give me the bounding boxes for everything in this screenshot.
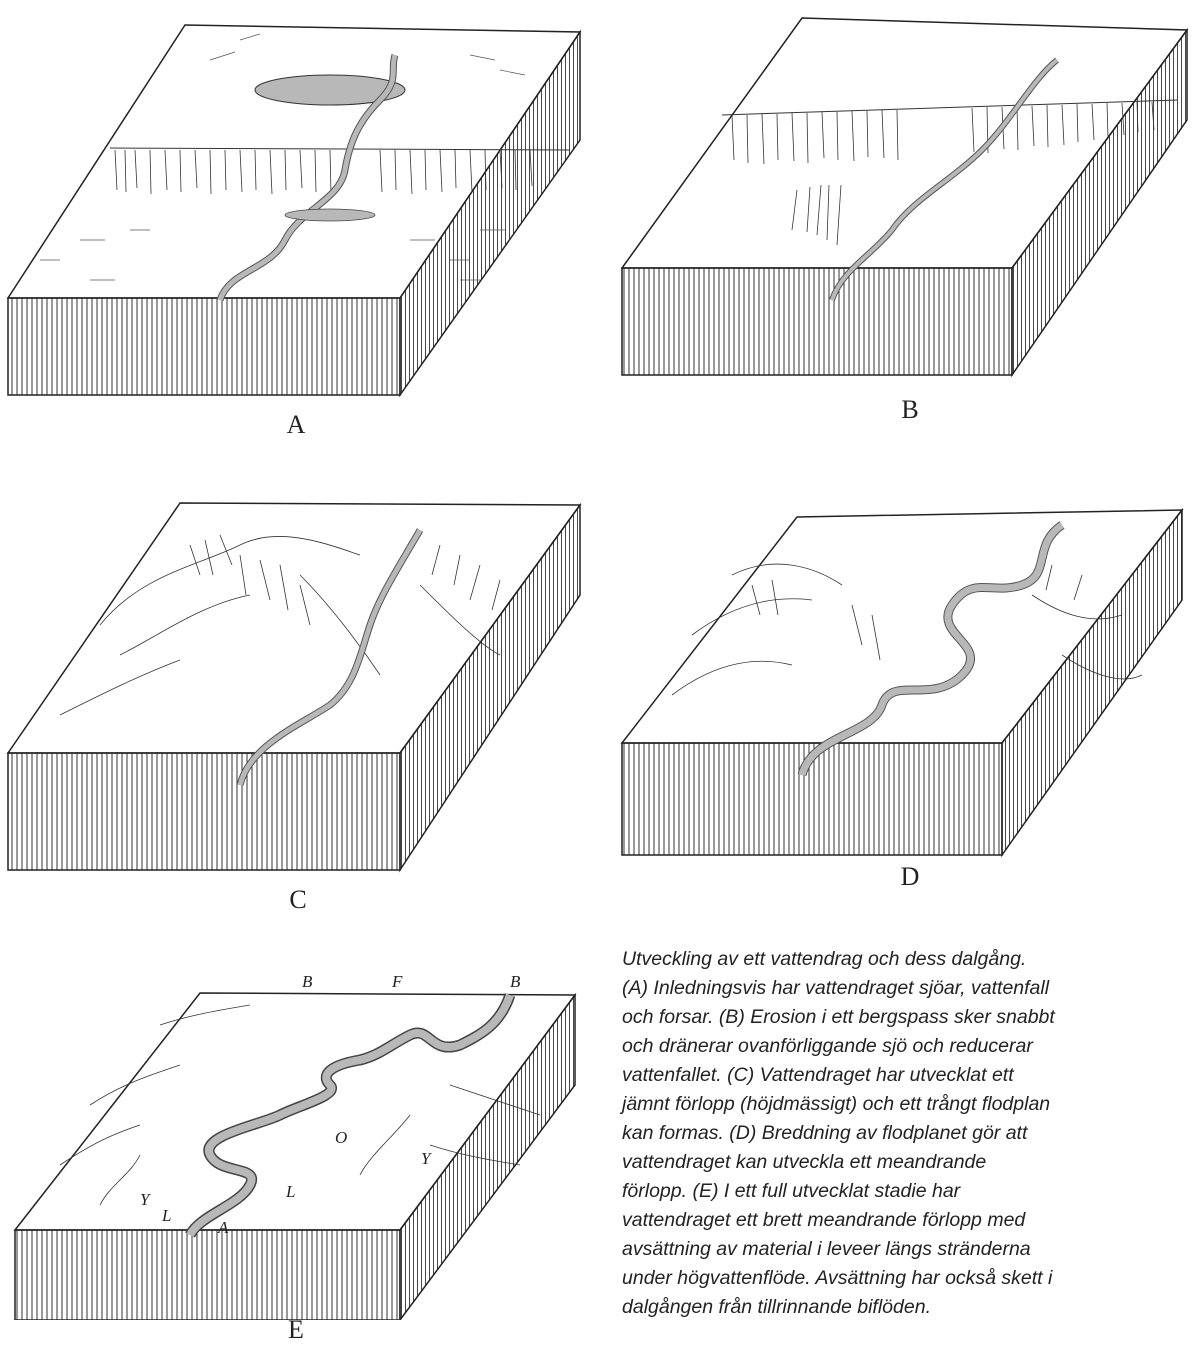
marker-o: O [335,1128,347,1147]
figure-caption: Utveckling av ett vattendrag och dess da… [622,945,1192,1322]
marker-y-left: Y [140,1190,151,1209]
marker-l-right: L [285,1182,295,1201]
caption-line: förlopp. (E) I ett full utvecklat stadie… [622,1177,1192,1206]
panel-label-c: C [268,885,328,915]
caption-line: vattendraget kan utveckla ett meandrande [622,1148,1192,1177]
panel-e: B F B O Y Y L L A E [0,965,580,1320]
caption-line: Utveckling av ett vattendrag och dess da… [622,945,1192,974]
panel-label-d: D [880,862,940,892]
block-diagram-c [0,485,600,905]
caption-line: jämnt förlopp (höjdmässigt) och ett trån… [622,1090,1192,1119]
marker-f: F [391,972,403,991]
caption-line: och dränerar ovanförliggande sjö och red… [622,1032,1192,1061]
panel-label-a: A [266,410,326,440]
block-diagram-e: B F B O Y Y L L A [0,965,580,1320]
panel-b: B [612,0,1192,420]
marker-b-right: B [510,972,521,991]
marker-y-right: Y [421,1149,432,1168]
panel-label-e: E [266,1315,326,1345]
block-diagram-d [612,485,1192,905]
panel-label-b: B [880,395,940,425]
panel-c: C [0,485,600,905]
marker-a: A [217,1218,229,1237]
caption-line: kan formas. (D) Breddning av flodplanet … [622,1119,1192,1148]
marker-l-left: L [161,1206,171,1225]
block-diagram-b [612,0,1192,420]
block-diagram-a [0,0,600,420]
caption-line: (A) Inledningsvis har vattendraget sjöar… [622,974,1192,1003]
panel-d: D [612,485,1192,905]
marker-b-left: B [302,972,313,991]
caption-line: avsättning av material i leveer längs st… [622,1235,1192,1264]
caption-line: och forsar. (B) Erosion i ett bergspass … [622,1003,1192,1032]
caption-line: vattenfallet. (C) Vattendraget har utvec… [622,1061,1192,1090]
caption-line: under högvattenflöde. Avsättning har ock… [622,1264,1192,1293]
caption-line: vattendraget ett brett meandrande förlop… [622,1206,1192,1235]
caption-line: dalgången från tillrinnande biflöden. [622,1293,1192,1322]
panel-a: A [0,0,600,420]
